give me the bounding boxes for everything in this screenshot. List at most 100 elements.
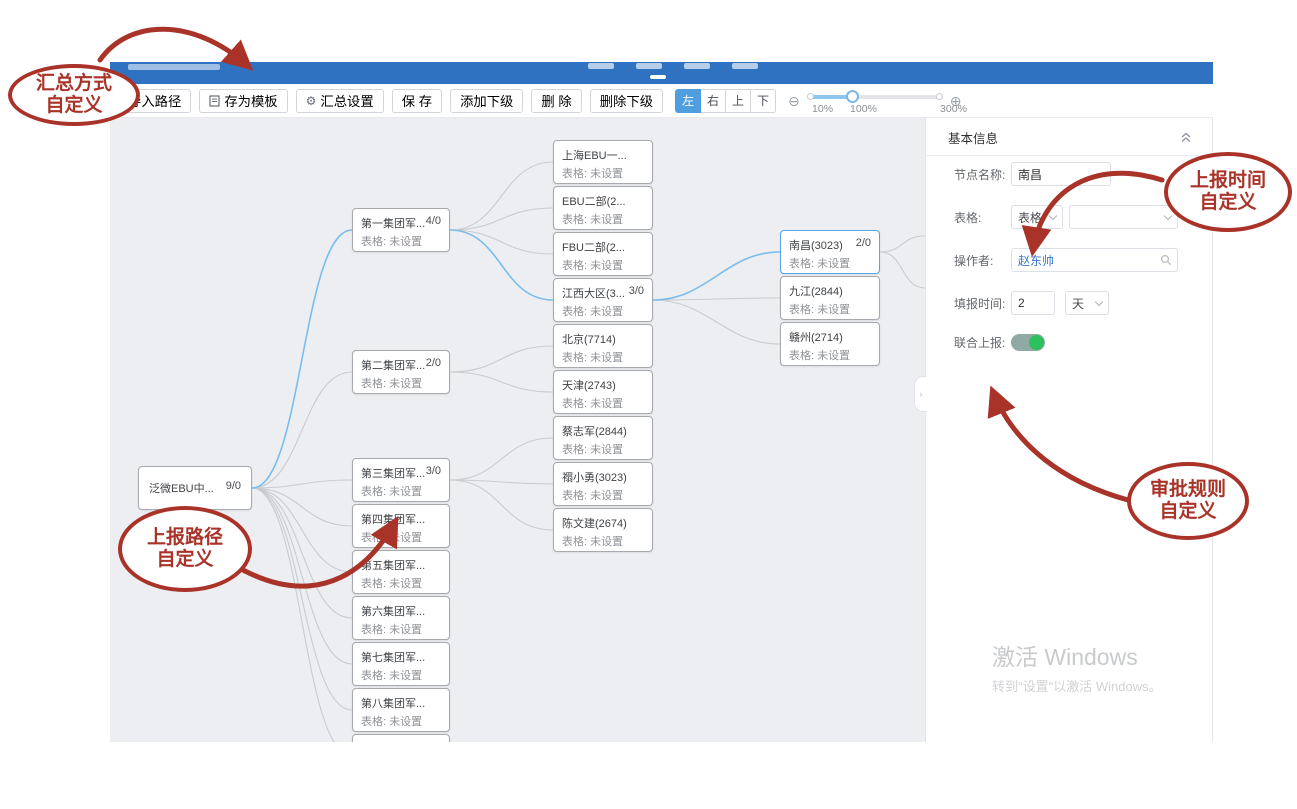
tree-node-c2[interactable]: EBU二部(2...表格: 未设置 (553, 186, 653, 230)
node-label: 泛微EBU中... (149, 483, 214, 495)
node-name-input[interactable] (1011, 162, 1111, 186)
node-label: 九江(2844) (789, 286, 843, 298)
tree-node-c8[interactable]: 禤小勇(3023) 表格: 未设置 (553, 462, 653, 506)
tree-node-n4[interactable]: 第四集团军...表格: 未设置 (352, 504, 450, 548)
node-table-status: 表格: 未设置 (361, 378, 423, 390)
tree-edge (251, 487, 353, 573)
zoom-slider-thumb[interactable] (845, 89, 859, 103)
report-time-input[interactable] (1011, 291, 1055, 315)
node-label: 第六集团军... (361, 606, 426, 618)
operator-input[interactable] (1011, 248, 1178, 272)
delete-button[interactable]: 删 除 (531, 88, 582, 113)
tree-node-c7[interactable]: 蔡志军(2844)表格: 未设置 (553, 416, 653, 460)
save-button[interactable]: 保 存 (391, 88, 443, 113)
tree-edge (251, 487, 335, 742)
node-table-status: 表格: 未设置 (361, 578, 423, 590)
node-table-status: 表格: 未设置 (361, 670, 423, 682)
tree-node-c3[interactable]: FBU二部(2... 表格: 未设置 (553, 232, 653, 276)
import-path-button[interactable]: 导入路径 (118, 88, 192, 113)
report-time-unit-value: 天 (1072, 296, 1085, 311)
table-type-value: 表格 (1018, 210, 1043, 225)
summary-settings-button[interactable]: ⚙ 汇总设置 (295, 88, 384, 113)
annotation-text: 自定义 (45, 95, 103, 116)
report-time-unit-select[interactable]: 天 (1065, 291, 1109, 315)
tree-edge (449, 371, 554, 393)
tree-node-n5[interactable]: 第五集团军...表格: 未设置 (352, 550, 450, 594)
direction-up-button[interactable]: 上 (725, 88, 752, 113)
tree-node-n7[interactable]: 第七集团军...表格: 未设置 (352, 642, 450, 686)
watermark-line2: 转到"设置"以激活 Windows。 (992, 679, 1162, 694)
node-label: 江西大区(3... (562, 288, 625, 300)
tree-edge (449, 161, 554, 231)
node-table-status: 表格: 未设置 (562, 352, 624, 364)
tree-node-c5[interactable]: 北京(7714) 表格: 未设置 (553, 324, 653, 368)
node-table-status: 表格: 未设置 (789, 350, 851, 362)
nav-item-4[interactable] (732, 63, 758, 69)
zoom-out-icon[interactable]: ⊖ (788, 92, 800, 109)
tree-node-n6[interactable]: 第六集团军...表格: 未设置 (352, 596, 450, 640)
properties-panel: › 基本信息 节点名称: 表格: 表格 (914, 118, 1213, 742)
node-name-label: 节点名称: (954, 167, 1006, 182)
tree-node-c1[interactable]: 上海EBU一...表格: 未设置 (553, 140, 653, 184)
node-label: 蔡志军(2844) (562, 426, 627, 438)
annotation-arrow-summary (97, 26, 254, 71)
table-select[interactable] (1069, 205, 1178, 229)
tree-node-g3[interactable]: 赣州(2714)表格: 未设置 (780, 322, 880, 366)
add-subordinate-button[interactable]: 添加下级 (450, 88, 524, 113)
node-count-badge: 9/0 (225, 480, 241, 492)
summary-settings-label: 汇总设置 (320, 94, 374, 109)
node-table-status: 表格: 未设置 (562, 490, 624, 502)
zoom-control: ⊖ ⊕ 10% 100% 300% (788, 84, 967, 118)
delete-subordinate-button[interactable]: 删除下级 (589, 88, 664, 113)
nav-active-indicator (650, 75, 666, 79)
node-label: FBU二部(2... (562, 242, 625, 254)
node-table-status: 表格: 未设置 (562, 260, 624, 272)
tree-edge (652, 299, 781, 345)
nav-item-2[interactable] (636, 63, 662, 69)
save-as-template-label: 存为模板 (224, 94, 278, 109)
direction-left-button[interactable]: 左 (675, 88, 702, 113)
node-label: 北京(7714) (562, 334, 616, 346)
zoom-in-icon[interactable]: ⊕ (949, 92, 962, 109)
tree-node-g2[interactable]: 九江(2844)表格: 未设置 (780, 276, 880, 320)
chevron-down-icon (1094, 297, 1104, 306)
app-header (110, 62, 1213, 84)
direction-down-button[interactable]: 下 (750, 88, 777, 113)
tree-node-c9[interactable]: 陈文建(2674)表格: 未设置 (553, 508, 653, 552)
panel-divider (926, 155, 1212, 156)
tree-node-n8[interactable]: 第八集团军...表格: 未设置 (352, 688, 450, 732)
nav-item-1[interactable] (588, 63, 614, 69)
report-time-label: 填报时间: (954, 296, 1006, 311)
tree-node-c6[interactable]: 天津(2743)表格: 未设置 (553, 370, 653, 414)
panel-collapse-handle[interactable]: › (914, 376, 927, 412)
tree-edge-highlighted (449, 229, 554, 301)
tree-edge (251, 487, 353, 665)
node-count-badge: 3/0 (628, 285, 644, 297)
windows-activation-watermark: 激活 Windows 转到"设置"以激活 Windows。 (992, 638, 1162, 695)
tree-edge (879, 251, 925, 289)
node-label: 禤小勇(3023) (562, 472, 627, 484)
collapse-double-chevron-icon[interactable] (1180, 132, 1192, 143)
joint-report-toggle[interactable] (1011, 334, 1045, 351)
zoom-max-label: 300% (940, 102, 967, 115)
save-as-template-button[interactable]: 存为模板 (199, 88, 288, 113)
tree-edge (652, 297, 781, 301)
tree-node-n9[interactable]: 第九集团军...表格: 未设置 (352, 734, 450, 742)
tree-node-root[interactable]: 泛微EBU中... 9/0 (138, 466, 252, 510)
nav-item-3[interactable] (684, 63, 710, 69)
node-label: 第四集团军... (361, 514, 426, 526)
search-icon[interactable] (1160, 254, 1172, 266)
zoom-slider-fill (809, 94, 852, 99)
direction-right-button[interactable]: 右 (700, 88, 727, 113)
node-label: 陈文建(2674) (562, 518, 627, 530)
node-count-badge: 4/0 (425, 215, 441, 227)
table-type-select[interactable]: 表格 (1011, 205, 1063, 229)
zoom-slider-track[interactable] (806, 89, 943, 103)
node-table-status: 表格: 未设置 (789, 258, 851, 270)
operator-label: 操作者: (954, 253, 994, 268)
